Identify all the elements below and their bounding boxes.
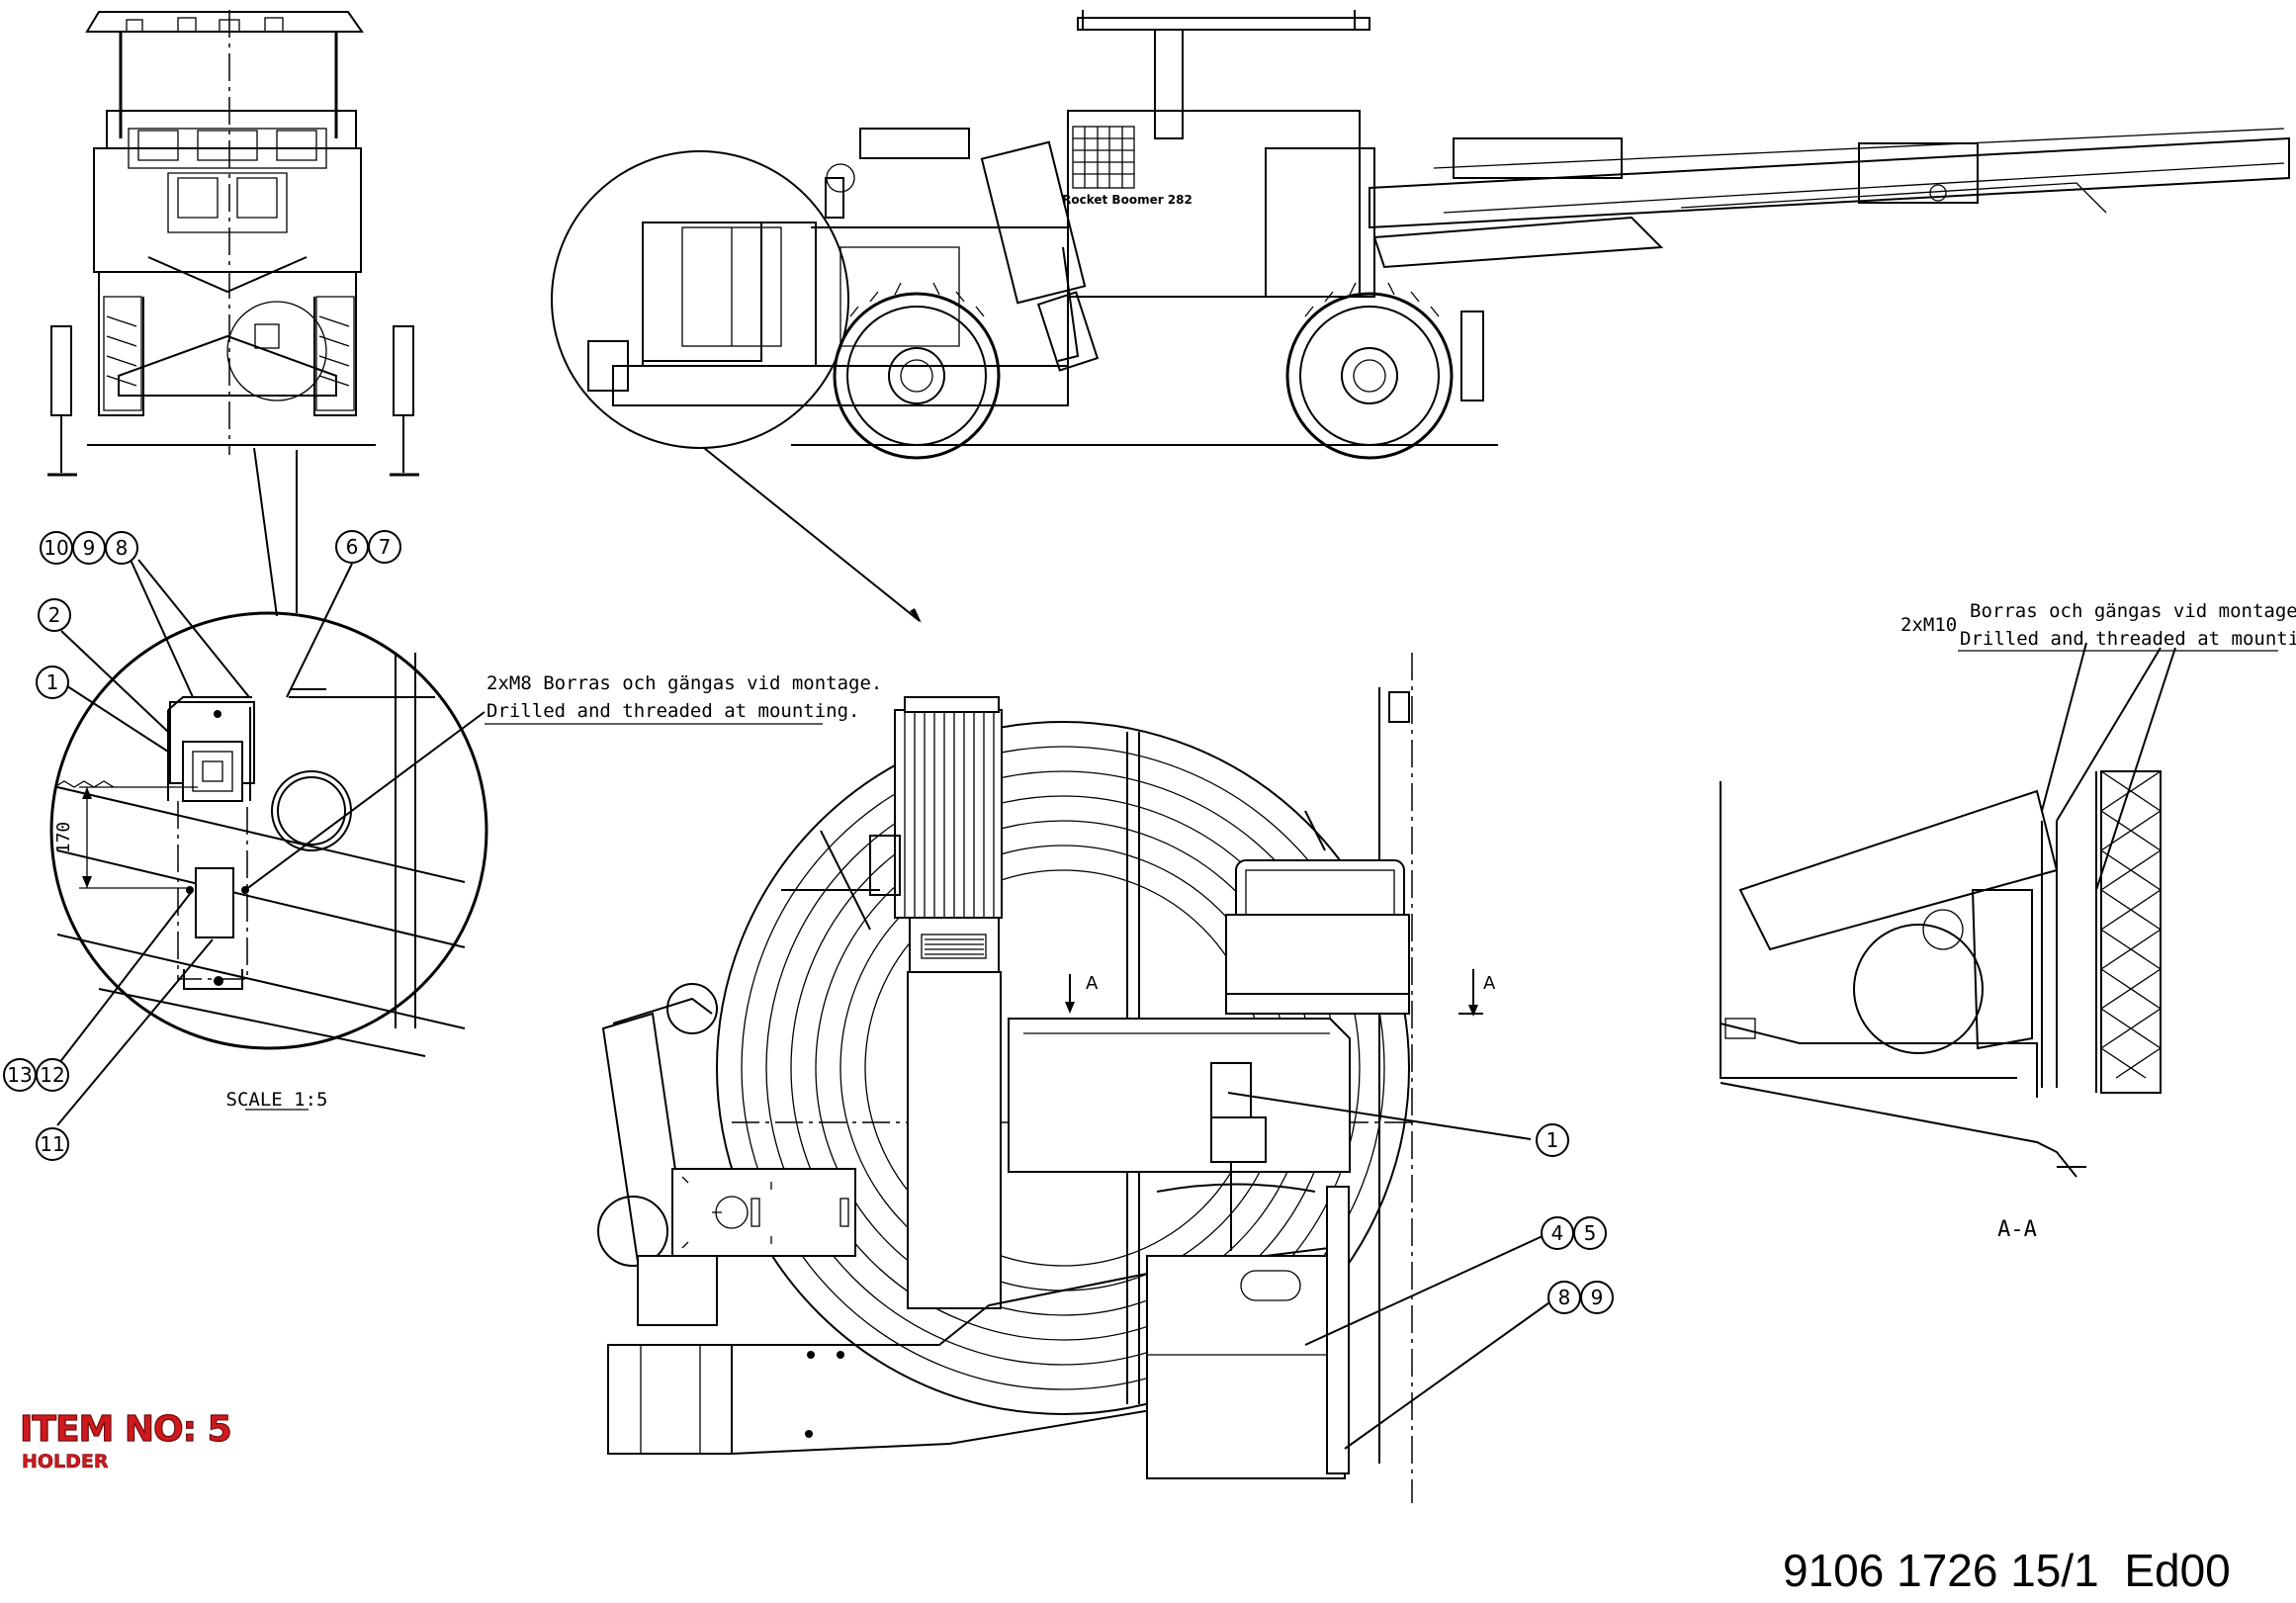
callout-9: 9 — [83, 536, 96, 560]
m8-note: 2xM8 Borras och gängas vid montage. Dril… — [485, 672, 882, 725]
document-number: 9106 1726 15/1 Ed00 — [1783, 1545, 2231, 1596]
holder-detail-view: 170 SCALE 1:5 — [49, 447, 488, 1126]
m10-note-line1: Borras och gängas vid montage. — [1970, 600, 2296, 622]
dimension-170: 170 — [53, 822, 74, 854]
front-view — [47, 10, 419, 477]
m10-note: 2xM10 Borras och gängas vid montage. Dri… — [1900, 600, 2296, 652]
callout-11: 11 — [40, 1132, 64, 1156]
section-mark-right: A — [1483, 973, 1496, 994]
section-a-a: A-A — [1720, 642, 2176, 1242]
callouts: 10 9 8 6 7 2 1 13 12 11 1 4 5 8 9 — [3, 530, 1614, 1314]
main-callout-9: 9 — [1591, 1286, 1604, 1309]
callout-6: 6 — [346, 535, 359, 559]
callout-2: 2 — [48, 603, 61, 627]
item-subtitle: HOLDER — [22, 1451, 109, 1472]
machine-badge: Rocket Boomer 282 — [1062, 193, 1192, 207]
callout-1: 1 — [46, 670, 59, 694]
callout-8: 8 — [116, 536, 129, 560]
callout-7: 7 — [379, 535, 392, 559]
main-callout-4: 4 — [1551, 1221, 1564, 1245]
section-mark-left: A — [1086, 973, 1099, 994]
m10-note-prefix: 2xM10 — [1900, 614, 1957, 636]
side-view: Rocket Boomer 282 — [587, 10, 2290, 460]
main-view: A A — [597, 653, 1553, 1503]
main-callout-5: 5 — [1584, 1221, 1597, 1245]
m8-note-line1: 2xM8 Borras och gängas vid montage. — [486, 672, 882, 694]
callout-12: 12 — [40, 1063, 64, 1087]
scale-label: SCALE 1:5 — [226, 1089, 328, 1111]
item-title: ITEM NO: 5 — [19, 1409, 232, 1450]
m8-note-line2: Drilled and threaded at mounting. — [486, 700, 860, 722]
side-detail-circle — [551, 150, 922, 623]
callout-10: 10 — [44, 536, 68, 560]
callout-13: 13 — [7, 1063, 32, 1087]
m10-note-line2: Drilled and threaded at mounting. — [1960, 628, 2296, 650]
main-callout-8: 8 — [1558, 1286, 1571, 1309]
section-label: A-A — [1997, 1217, 2037, 1242]
main-callout-1: 1 — [1546, 1128, 1559, 1152]
